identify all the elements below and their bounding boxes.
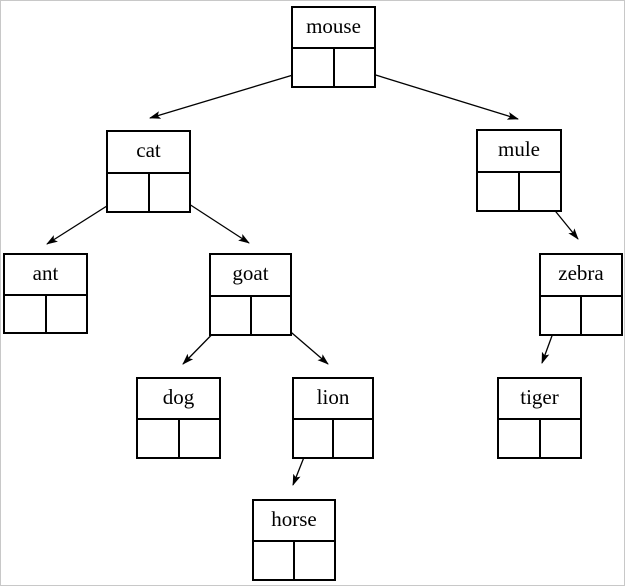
node-pointer-cells-tiger xyxy=(499,420,580,457)
node-mouse-left-pointer xyxy=(293,49,335,86)
tree-node-mule: mule xyxy=(476,129,562,212)
node-tiger-right-pointer xyxy=(541,420,581,457)
node-pointer-cells-mule xyxy=(478,172,560,211)
node-cat-left-pointer xyxy=(108,173,150,211)
node-horse-right-pointer xyxy=(295,542,334,579)
node-label-cat: cat xyxy=(108,132,189,174)
node-pointer-cells-goat xyxy=(211,296,291,335)
node-mule-left-pointer xyxy=(478,172,520,210)
node-horse-left-pointer xyxy=(254,542,295,579)
node-pointer-cells-ant xyxy=(5,295,87,333)
node-dog-right-pointer xyxy=(180,420,220,457)
node-pointer-cells-horse xyxy=(254,542,334,579)
tree-node-tiger: tiger xyxy=(497,377,582,459)
node-zebra-right-pointer xyxy=(582,297,621,335)
tree-node-lion: lion xyxy=(292,377,374,459)
node-label-ant: ant xyxy=(5,255,86,296)
node-label-tiger: tiger xyxy=(499,379,580,420)
node-label-dog: dog xyxy=(138,379,219,420)
node-lion-right-pointer xyxy=(334,420,372,457)
node-label-goat: goat xyxy=(211,255,290,297)
node-label-lion: lion xyxy=(294,379,372,420)
node-goat-left-pointer xyxy=(211,296,252,334)
tree-node-dog: dog xyxy=(136,377,221,459)
node-lion-left-pointer xyxy=(294,420,334,457)
node-cat-right-pointer xyxy=(150,174,190,212)
tree-node-cat: cat xyxy=(106,130,191,213)
tree-node-ant: ant xyxy=(3,253,88,334)
node-ant-left-pointer xyxy=(5,295,47,332)
edge-mouse-mule xyxy=(352,67,519,120)
tree-node-goat: goat xyxy=(209,253,292,336)
node-dog-left-pointer xyxy=(138,420,180,457)
tree-node-horse: horse xyxy=(252,499,336,581)
node-pointer-cells-cat xyxy=(108,173,190,212)
node-zebra-left-pointer xyxy=(541,296,582,334)
node-pointer-cells-zebra xyxy=(541,296,621,335)
node-pointer-cells-mouse xyxy=(293,49,374,86)
node-pointer-cells-lion xyxy=(294,420,372,457)
node-tiger-left-pointer xyxy=(499,420,541,457)
node-label-zebra: zebra xyxy=(541,255,621,297)
node-goat-right-pointer xyxy=(252,297,291,335)
edge-mouse-cat xyxy=(149,68,314,119)
node-mule-right-pointer xyxy=(520,173,560,211)
tree-node-zebra: zebra xyxy=(539,253,623,336)
node-mouse-right-pointer xyxy=(335,49,375,86)
node-ant-right-pointer xyxy=(47,296,87,333)
node-label-mouse: mouse xyxy=(293,8,374,49)
tree-node-mouse: mouse xyxy=(291,6,376,88)
node-label-horse: horse xyxy=(254,501,334,542)
node-pointer-cells-dog xyxy=(138,420,219,457)
node-label-mule: mule xyxy=(478,131,560,173)
